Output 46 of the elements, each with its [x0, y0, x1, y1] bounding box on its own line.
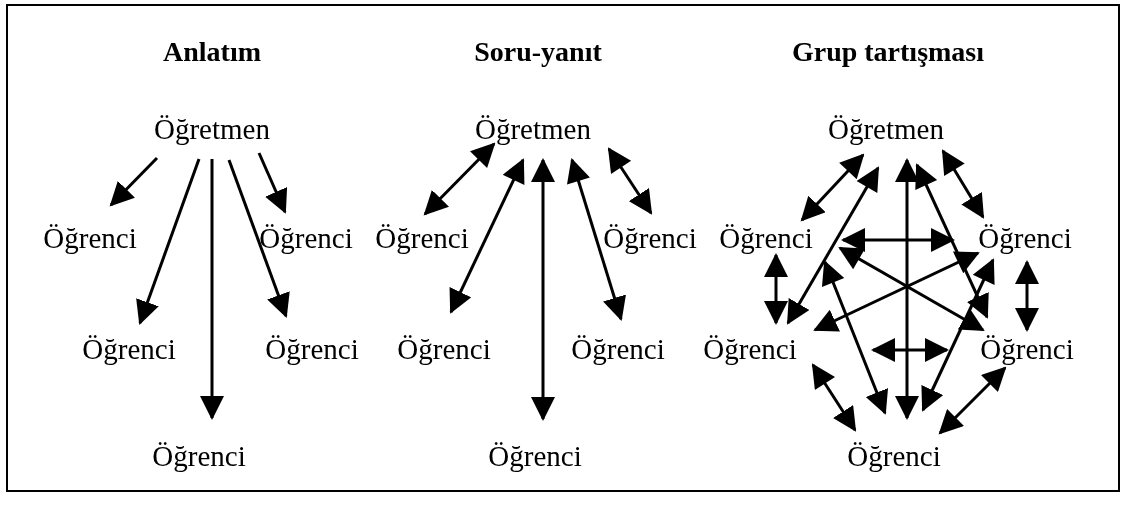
arrow: [895, 158, 919, 420]
student-label: Öğrenci: [397, 334, 491, 364]
panel-title: Anlatım: [163, 38, 261, 66]
arrow: [607, 147, 653, 215]
teacher-label: Öğretmen: [828, 114, 944, 144]
student-label: Öğrenci: [703, 334, 797, 364]
student-label: Öğrenci: [847, 441, 941, 471]
arrow: [109, 156, 159, 207]
arrow: [921, 258, 995, 412]
arrow: [915, 163, 989, 319]
arrow: [227, 159, 290, 318]
arrow: [786, 166, 880, 325]
teacher-label: Öğretmen: [154, 114, 270, 144]
arrow: [841, 228, 955, 252]
arrow: [938, 366, 1007, 435]
arrow: [800, 153, 865, 222]
panel-title: Soru-yanıt: [474, 38, 602, 66]
teacher-label: Öğretmen: [475, 114, 591, 144]
arrow: [423, 142, 496, 216]
panel-title: Grup tartışması: [791, 38, 985, 66]
student-label: Öğrenci: [82, 334, 176, 364]
student-label: Öğrenci: [488, 441, 582, 471]
arrow: [871, 338, 949, 362]
student-label: Öğrenci: [259, 223, 353, 253]
arrow: [136, 158, 201, 325]
student-label: Öğrenci: [978, 223, 1072, 253]
student-label: Öğrenci: [375, 223, 469, 253]
student-label: Öğrenci: [265, 334, 359, 364]
arrow: [567, 158, 626, 321]
student-label: Öğrenci: [152, 441, 246, 471]
student-label: Öğrenci: [603, 223, 697, 253]
arrow: [941, 149, 985, 219]
student-label: Öğrenci: [719, 223, 813, 253]
student-label: Öğrenci: [43, 223, 137, 253]
arrow: [449, 158, 525, 314]
arrow: [838, 246, 985, 332]
arrow: [1015, 260, 1039, 332]
arrow: [764, 253, 788, 325]
arrow: [531, 158, 555, 421]
arrow: [257, 152, 288, 214]
arrow: [821, 260, 889, 415]
arrow: [813, 251, 980, 332]
arrow: [200, 159, 224, 420]
arrow: [811, 363, 857, 432]
student-label: Öğrenci: [571, 334, 665, 364]
student-label: Öğrenci: [980, 334, 1074, 364]
